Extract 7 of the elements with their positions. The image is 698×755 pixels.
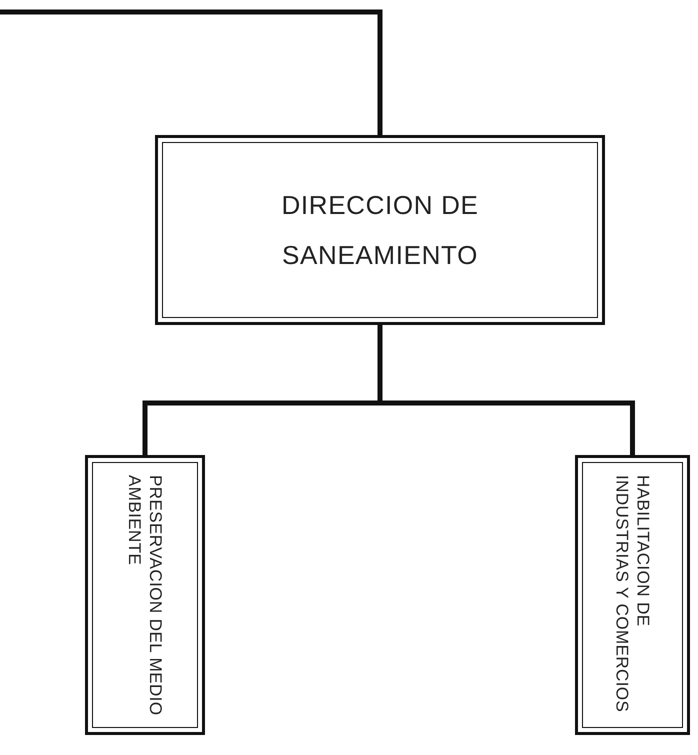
connector-line xyxy=(0,10,382,135)
org-box xyxy=(155,135,605,325)
org-box xyxy=(85,455,205,735)
unit-name: DIRECCION DE SANEAMIENTO xyxy=(280,189,480,272)
org-box xyxy=(575,455,690,735)
unit-name: PRESERVACION DEL MEDIO AMBIENTE xyxy=(124,475,166,718)
unit-name: HABILITACION DE INDUSTRIAS Y COMERCIOS xyxy=(612,475,654,714)
